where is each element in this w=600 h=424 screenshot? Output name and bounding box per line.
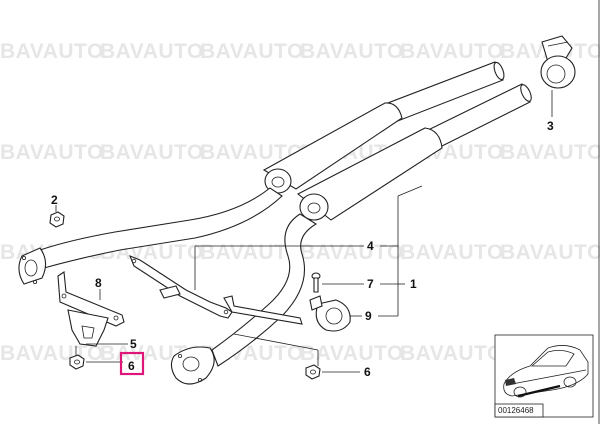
leader-lines	[55, 90, 553, 373]
car-wheel-front	[513, 386, 527, 398]
watermark-text: BAVAUTO	[400, 241, 504, 264]
flange-lower-opening	[182, 356, 200, 372]
flange-left-opening	[24, 259, 38, 277]
watermark-text: BAVAUTO	[400, 342, 504, 365]
watermark-text: BAVAUTO	[100, 40, 204, 63]
bolt-part-7	[311, 272, 321, 293]
callout-8[interactable]: 8	[95, 276, 102, 290]
strap-hole	[223, 309, 229, 315]
flange-lower-hole	[177, 353, 182, 358]
bracket-hole	[61, 293, 67, 299]
nut-hole	[310, 369, 316, 375]
exhaust-line-upper	[18, 61, 505, 285]
flange-lower-hole	[197, 377, 202, 382]
clamp-bolt	[547, 41, 569, 47]
clamp-9-tab	[309, 295, 323, 311]
front-pipe-lower	[211, 213, 318, 367]
clamp-ring	[540, 55, 576, 89]
watermark-text: BAVAUTO	[300, 241, 404, 264]
nut-part-6-right	[305, 364, 321, 380]
callout-9[interactable]: 9	[365, 309, 372, 323]
nut-shape	[49, 211, 65, 228]
clamp-ring-inner	[546, 64, 566, 84]
bolt-shank	[313, 277, 319, 293]
reference-number: 00126468	[498, 406, 534, 415]
car-grille	[505, 378, 516, 386]
vehicle-thumbnail: 00126468	[494, 334, 594, 418]
nut-part-6-left	[69, 354, 85, 370]
car-wheel-rear	[563, 376, 577, 388]
strap-hole	[131, 258, 137, 264]
watermark-text: BAVAUTO	[100, 141, 204, 164]
callout-6-left[interactable]: 6	[128, 359, 135, 373]
callout-7[interactable]: 7	[367, 277, 374, 291]
flange-left-hole	[33, 279, 38, 284]
watermark-text: BAVAUTO	[500, 141, 600, 164]
bracket-hole	[113, 315, 119, 321]
callout-highlight-box	[119, 351, 145, 376]
nut-part-2	[49, 211, 65, 228]
watermark-text: BAVAUTO	[400, 40, 504, 63]
callout-6-right[interactable]: 6	[364, 365, 371, 379]
strap-tab	[159, 285, 181, 299]
car-windows	[530, 350, 575, 367]
watermark-text: BAVAUTO	[500, 241, 600, 264]
tailpipe-lower-end	[520, 84, 532, 102]
bracket-part-8	[57, 271, 125, 327]
watermark-text: BAVAUTO	[0, 40, 104, 63]
car-exhaust-highlight	[517, 384, 561, 398]
watermark: BAVAUTO BAVAUTO BAVAUTO BAVAUTO BAVAUTO …	[0, 40, 600, 365]
callout-5[interactable]: 5	[130, 337, 137, 351]
clamp-9-body	[315, 299, 351, 332]
muffler-upper-inlet-rim	[271, 176, 285, 188]
tailpipe-upper-end	[493, 61, 505, 81]
watermark-text: BAVAUTO	[200, 40, 304, 63]
muffler-upper	[262, 102, 403, 190]
clamp-9-opening	[325, 307, 343, 325]
watermark-text: BAVAUTO	[200, 141, 304, 164]
flange-left-hole	[21, 255, 26, 260]
watermark-text: BAVAUTO	[300, 40, 404, 63]
callout-2[interactable]: 2	[51, 193, 58, 207]
watermark-text: BAVAUTO	[300, 342, 404, 365]
clamp-part-3	[540, 35, 576, 89]
muffler-lower	[296, 127, 443, 221]
muffler-lower-inlet-rim	[307, 202, 321, 214]
muffler-lower-inlet-face	[299, 193, 329, 221]
mount-inner	[81, 325, 95, 339]
flange-lower	[170, 346, 215, 385]
clamp-part-9	[309, 295, 351, 332]
callouts: 2 3 8 5 6 4 7 1 9 6	[51, 119, 554, 379]
nut-hole	[54, 216, 60, 222]
watermark-text: BAVAUTO	[200, 241, 304, 264]
car-body	[503, 345, 589, 397]
callout-4[interactable]: 4	[367, 239, 374, 253]
rubber-mount-part-5	[67, 309, 109, 356]
callout-3[interactable]: 3	[547, 119, 554, 133]
car-beltline	[511, 369, 587, 385]
exhaust-line-lower	[170, 83, 532, 385]
reference-label-box	[494, 403, 544, 418]
hanger-bracket	[223, 295, 303, 325]
callout-1[interactable]: 1	[410, 277, 417, 291]
nut-hole	[74, 359, 80, 365]
strap-part-4	[129, 255, 233, 319]
watermark-text: BAVAUTO	[0, 141, 104, 164]
